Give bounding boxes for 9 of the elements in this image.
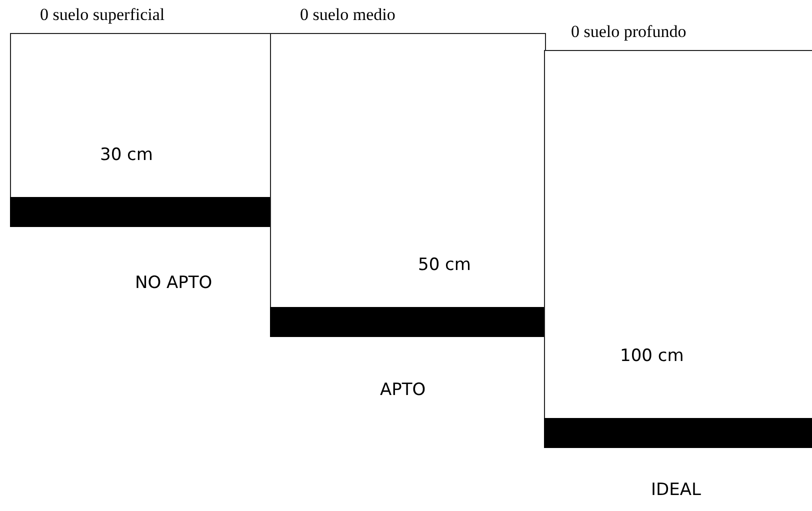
depth-label: 30 cm — [100, 145, 153, 165]
suitability-label: IDEAL — [651, 480, 701, 500]
depth-label: 50 cm — [418, 255, 471, 275]
soil-type-heading: 0 suelo profundo — [571, 22, 686, 42]
suitability-label: APTO — [380, 380, 426, 400]
soil-type-heading: 0 suelo superficial — [40, 5, 165, 25]
suitability-label: NO APTO — [135, 273, 212, 293]
depth-label: 100 cm — [620, 346, 684, 366]
soil-type-heading: 0 suelo medio — [300, 5, 396, 25]
